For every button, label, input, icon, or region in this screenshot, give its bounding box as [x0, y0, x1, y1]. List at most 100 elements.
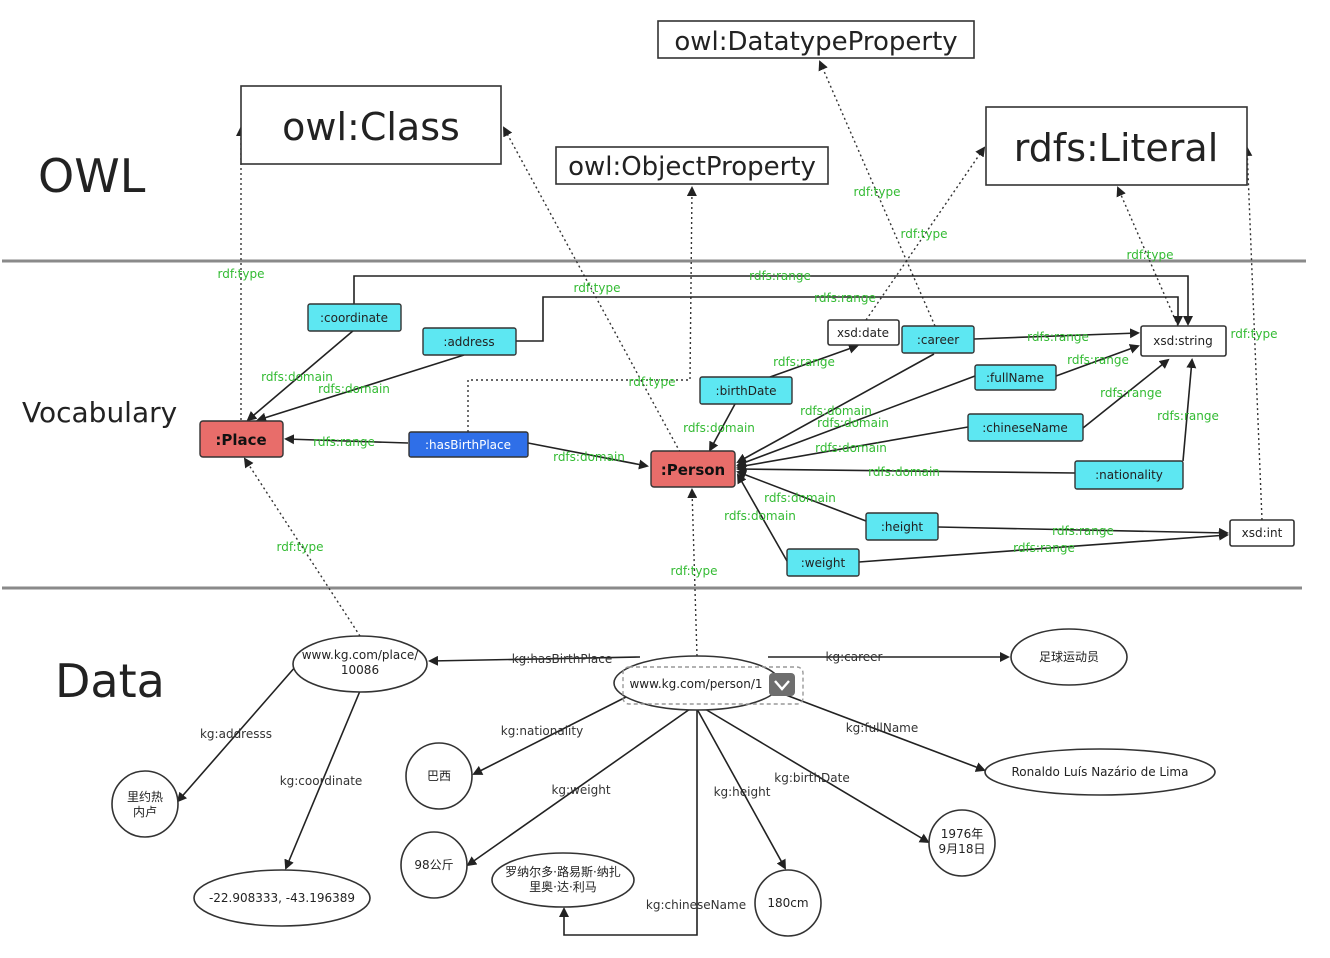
label-rdfs-range: rdfs:range: [1157, 409, 1219, 423]
edge-height-range-int: [937, 526, 1229, 538]
chevron-down-icon[interactable]: [769, 673, 795, 696]
svg-text:rdfs:Literal: rdfs:Literal: [1014, 126, 1219, 170]
svg-text::weight: :weight: [801, 556, 846, 570]
label-rdfs-domain: rdfs:domain: [764, 491, 836, 505]
svg-text::hasBirthPlace: :hasBirthPlace: [425, 438, 511, 452]
label-rdf-type: rdf:type: [277, 540, 324, 554]
svg-text:xsd:int: xsd:int: [1242, 526, 1283, 540]
node-address: :address: [422, 327, 517, 356]
svg-text::birthDate: :birthDate: [716, 384, 777, 398]
svg-text:owl:Class: owl:Class: [282, 105, 460, 149]
label-kg-height: kg:height: [714, 785, 771, 799]
svg-text:巴西: 巴西: [427, 769, 451, 783]
edge-address-range-string: [516, 296, 1183, 342]
edge-coordinate-domain-place: [246, 329, 355, 422]
label-rdfs-domain: rdfs:domain: [553, 450, 625, 464]
edge-person-chinesename: [559, 709, 698, 936]
label-rdf-type: rdf:type: [1231, 327, 1278, 341]
node-coordinate-value: -22.908333, -43.196389: [193, 869, 371, 927]
layer-title-data: Data: [55, 654, 165, 708]
svg-text:180cm: 180cm: [767, 896, 808, 910]
edge-person-height: [696, 708, 786, 870]
svg-text::career: :career: [917, 333, 959, 347]
label-kg-addresss: kg:addresss: [200, 727, 272, 741]
node-height-value: 180cm: [754, 869, 822, 937]
label-rdf-type: rdf:type: [854, 185, 901, 199]
node-birthdate-value: 1976年 9月18日: [928, 809, 996, 877]
edge-xsdint-type-literal: [1242, 146, 1263, 521]
edge-xsdstring-type-literal: [1116, 186, 1179, 327]
edge-fullname-range-string: [1055, 344, 1140, 377]
label-kg-weight: kg:weight: [551, 783, 610, 797]
edge-hasbirthplace-range-place: [284, 434, 409, 445]
layer-title-owl: OWL: [38, 149, 146, 203]
edge-nationality-range-string: [1182, 358, 1197, 462]
label-rdfs-domain: rdfs:domain: [800, 404, 872, 418]
node-coordinate: :coordinate: [307, 303, 402, 332]
edge-person-birthdate: [704, 708, 930, 844]
label-rdf-type: rdf:type: [629, 375, 676, 389]
svg-text:98公斤: 98公斤: [414, 858, 453, 872]
edge-address-domain-place: [256, 354, 465, 423]
label-rdfs-range: rdfs:range: [773, 355, 835, 369]
edge-height-domain-person: [736, 470, 867, 522]
svg-text:owl:ObjectProperty: owl:ObjectProperty: [568, 152, 816, 182]
edge-person-fullname: [777, 691, 986, 772]
svg-text:-22.908333, -43.196389: -22.908333, -43.196389: [209, 891, 355, 905]
edge-weight-range-int: [858, 530, 1229, 563]
label-rdfs-domain: rdfs:domain: [868, 465, 940, 479]
edge-placeuri-type-place: [243, 457, 361, 637]
svg-text:9月18日: 9月18日: [939, 842, 986, 856]
edge-birthdate-domain-person: [709, 403, 736, 452]
node-career-value: 足球运动员: [1010, 628, 1128, 686]
label-rdfs-range: rdfs:range: [313, 435, 375, 449]
label-rdfs-domain: rdfs:domain: [683, 421, 755, 435]
edge-person-type-class: [503, 126, 681, 453]
label-kg-fullname: kg:fullName: [846, 721, 919, 735]
node-person: :Person: [650, 450, 736, 488]
svg-text:owl:DatatypeProperty: owl:DatatypeProperty: [674, 27, 957, 57]
label-rdf-type: rdf:type: [218, 267, 265, 281]
node-owl-datatypeproperty: owl:DatatypeProperty: [657, 20, 975, 59]
edge-weight-domain-person: [737, 473, 788, 562]
label-rdf-type: rdf:type: [671, 564, 718, 578]
edge-coordinate-range-string: [353, 275, 1193, 326]
svg-text:内卢: 内卢: [133, 804, 157, 819]
label-rdfs-domain: rdfs:domain: [724, 509, 796, 523]
svg-text:里约热: 里约热: [127, 789, 163, 804]
node-owl-class: owl:Class: [240, 85, 502, 165]
node-person-uri[interactable]: www.kg.com/person/1: [613, 655, 804, 711]
edge-person-hasbirthplace-place: [428, 655, 641, 666]
label-rdfs-range: rdfs:range: [1013, 541, 1075, 555]
edge-place-coordinate: [284, 690, 361, 870]
edge-chinesename-range-string: [1082, 358, 1170, 429]
svg-text:Ronaldo Luís Nazário de Lima: Ronaldo Luís Nazário de Lima: [1012, 765, 1189, 779]
label-kg-career: kg:career: [826, 650, 883, 664]
layer-title-vocabulary: Vocabulary: [22, 396, 177, 429]
node-rdfs-literal: rdfs:Literal: [985, 106, 1248, 186]
label-rdf-type: rdf:type: [1127, 248, 1174, 262]
svg-text::fullName: :fullName: [986, 371, 1044, 385]
svg-text:1976年: 1976年: [941, 827, 984, 841]
svg-text:xsd:date: xsd:date: [837, 326, 889, 340]
node-place-uri: www.kg.com/place/ 10086: [292, 635, 428, 693]
node-hasbirthplace: :hasBirthPlace: [408, 431, 529, 458]
label-rdfs-range: rdfs:range: [1100, 386, 1162, 400]
node-chinesename-value: 罗纳尔多·路易斯·纳扎 里奥·达·利马: [491, 852, 635, 908]
svg-text::Person: :Person: [661, 461, 725, 479]
edge-fullname-domain-person: [736, 375, 976, 467]
svg-text::Place: :Place: [215, 431, 266, 449]
node-address-value: 里约热 内卢: [111, 770, 179, 838]
label-rdf-type: rdf:type: [574, 281, 621, 295]
node-xsd-date: xsd:date: [827, 319, 900, 346]
label-kg-nationality: kg:nationality: [501, 724, 583, 738]
svg-text:里奥·达·利马: 里奥·达·利马: [529, 880, 597, 894]
label-rdfs-range: rdfs:range: [1067, 353, 1129, 367]
label-kg-hasbirthplace: kg:hasBirthPlace: [512, 652, 613, 666]
node-weight: :weight: [786, 548, 860, 577]
edge-nationality-domain-person: [736, 464, 1076, 475]
edge-person-nationality: [472, 695, 629, 775]
edge-career-range-string: [973, 328, 1140, 340]
svg-text:罗纳尔多·路易斯·纳扎: 罗纳尔多·路易斯·纳扎: [505, 864, 621, 879]
label-rdfs-range: rdfs:range: [749, 269, 811, 283]
